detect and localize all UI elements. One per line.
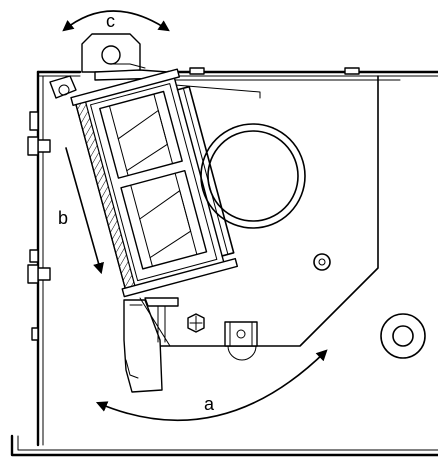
plate-screw bbox=[313, 253, 331, 271]
circular-opening bbox=[200, 123, 306, 229]
arrow-c bbox=[62, 10, 170, 32]
wall-screws bbox=[27, 111, 51, 341]
side-fitting bbox=[380, 313, 426, 359]
arrow-a bbox=[95, 349, 328, 422]
label-b: b bbox=[58, 208, 68, 228]
label-c: c bbox=[106, 11, 115, 31]
top-latch bbox=[49, 75, 77, 99]
hinge-bracket bbox=[81, 33, 169, 81]
hex-nut bbox=[187, 313, 205, 333]
lower-clip bbox=[123, 297, 179, 393]
top-rail bbox=[149, 67, 401, 99]
label-a: a bbox=[204, 394, 215, 414]
square-mount bbox=[224, 321, 258, 361]
fan-module bbox=[70, 68, 239, 298]
arrow-b bbox=[65, 147, 104, 275]
motion-arrows bbox=[62, 10, 328, 422]
